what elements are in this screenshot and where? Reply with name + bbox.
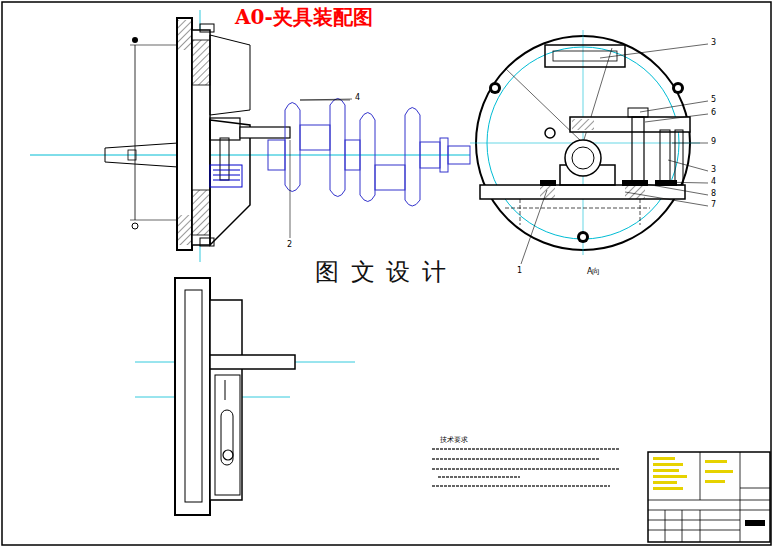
callout-number: 4	[710, 178, 717, 186]
callout-number: 9	[710, 138, 717, 146]
callout-number: 3	[710, 39, 717, 47]
watermark: 图 文 设 计	[313, 260, 450, 284]
callout-number: 1	[516, 267, 523, 275]
drawing-title: A0-夹具装配图	[233, 7, 375, 27]
callout-number: 2	[286, 241, 293, 249]
notes-heading: 技术要求	[440, 437, 468, 444]
view-label: A向	[586, 268, 601, 276]
callout-number: 7	[710, 201, 717, 209]
callout-number: 3	[710, 166, 717, 174]
callout-number: 8	[710, 190, 717, 198]
callout-number: 6	[710, 109, 717, 117]
callout-number: 5	[710, 96, 717, 104]
callout-number: 4	[354, 94, 361, 102]
